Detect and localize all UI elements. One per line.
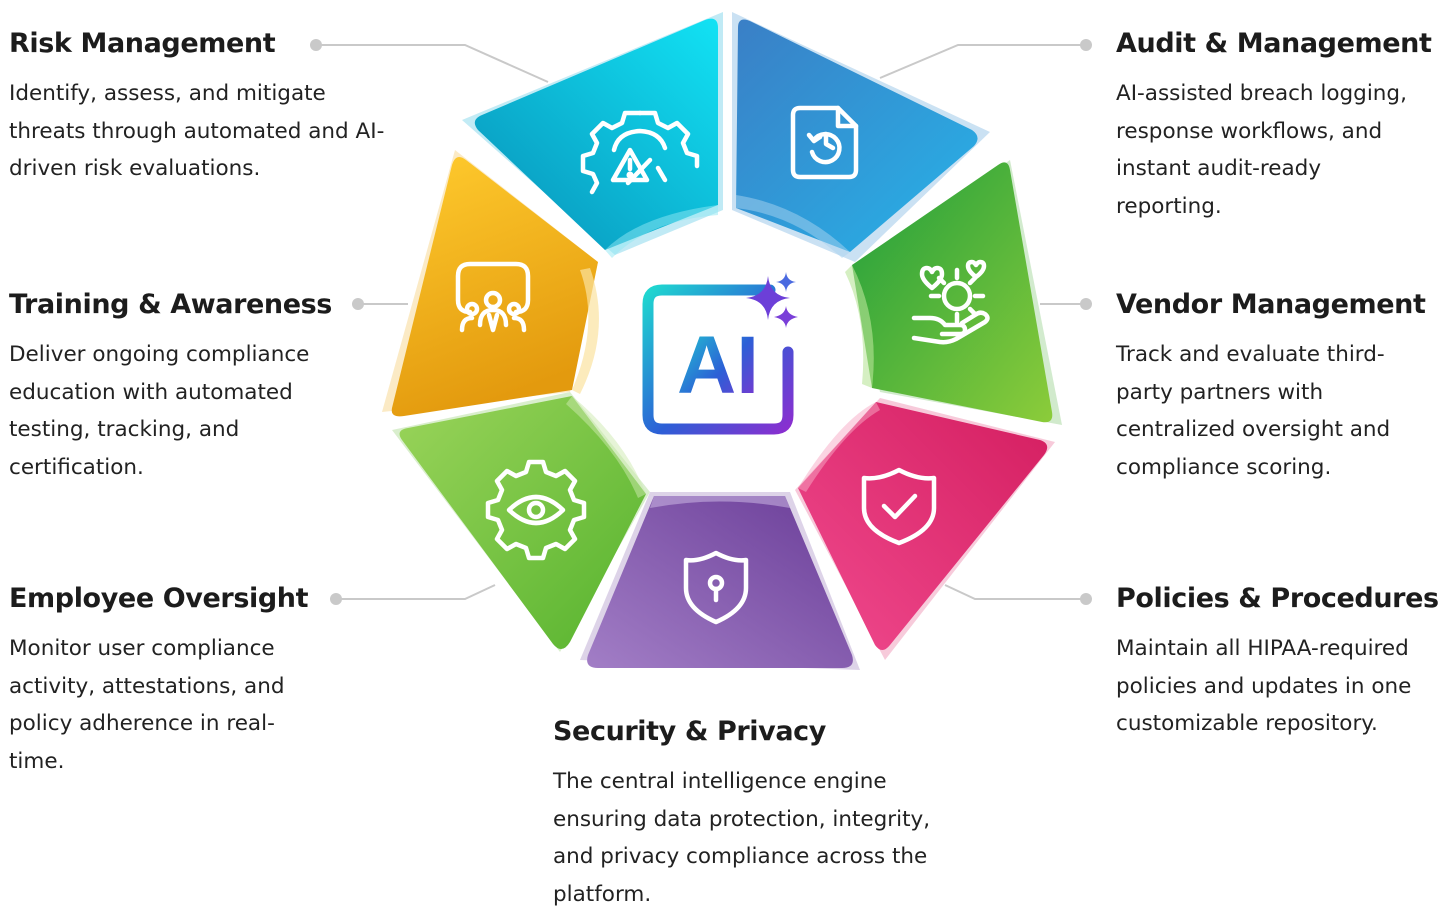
gear-eye-icon [485,459,587,561]
block-training-awareness: Training & Awareness Deliver ongoing com… [9,288,369,486]
block-risk-management: Risk Management Identify, assess, and mi… [9,27,389,188]
desc-policies-procedures: Maintain all HIPAA-required policies and… [1116,636,1412,736]
sparkle-small-icon [776,272,796,292]
title-security-privacy: Security & Privacy [553,716,826,747]
shield-check-icon [861,467,937,546]
title-employee-oversight: Employee Oversight [9,583,309,614]
segment-risk-management[interactable] [474,18,718,258]
sparkle-large-icon [746,276,790,320]
segment-vendor-management[interactable] [845,162,1053,423]
block-security-privacy: Security & Privacy The central intellige… [553,715,973,913]
gear-warning-icon [580,110,700,195]
shield-keyhole-icon [683,550,749,625]
desc-risk-management: Identify, assess, and mitigate threats t… [9,81,385,181]
block-policies-procedures: Policies & Procedures Maintain all HIPAA… [1116,582,1451,743]
desc-audit-management: AI-assisted breach logging, response wor… [1116,81,1407,219]
title-audit-management: Audit & Management [1116,28,1432,59]
desc-training-awareness: Deliver ongoing compliance education wit… [9,342,310,480]
presentation-team-icon [455,261,531,333]
block-employee-oversight: Employee Oversight Monitor user complian… [9,582,329,780]
document-history-icon [790,105,859,180]
title-training-awareness: Training & Awareness [9,289,332,320]
block-vendor-management: Vendor Management Track and evaluate thi… [1116,288,1446,486]
desc-employee-oversight: Monitor user compliance activity, attest… [9,636,285,774]
ai-center-icon: AI [642,272,798,435]
desc-vendor-management: Track and evaluate third-party partners … [1116,342,1391,480]
desc-security-privacy: The central intelligence engine ensuring… [553,769,931,907]
segment-policies-procedures[interactable] [798,402,1048,650]
segment-training-awareness[interactable] [391,156,599,417]
title-risk-management: Risk Management [9,28,276,59]
connector-lines [310,39,1092,605]
title-vendor-management: Vendor Management [1116,289,1426,320]
hand-gear-heart-icon [911,259,990,345]
segment-employee-oversight[interactable] [399,396,646,650]
ai-center-label: AI [677,320,759,411]
title-policies-procedures: Policies & Procedures [1116,583,1439,614]
block-audit-management: Audit & Management AI-assisted breach lo… [1116,27,1441,225]
